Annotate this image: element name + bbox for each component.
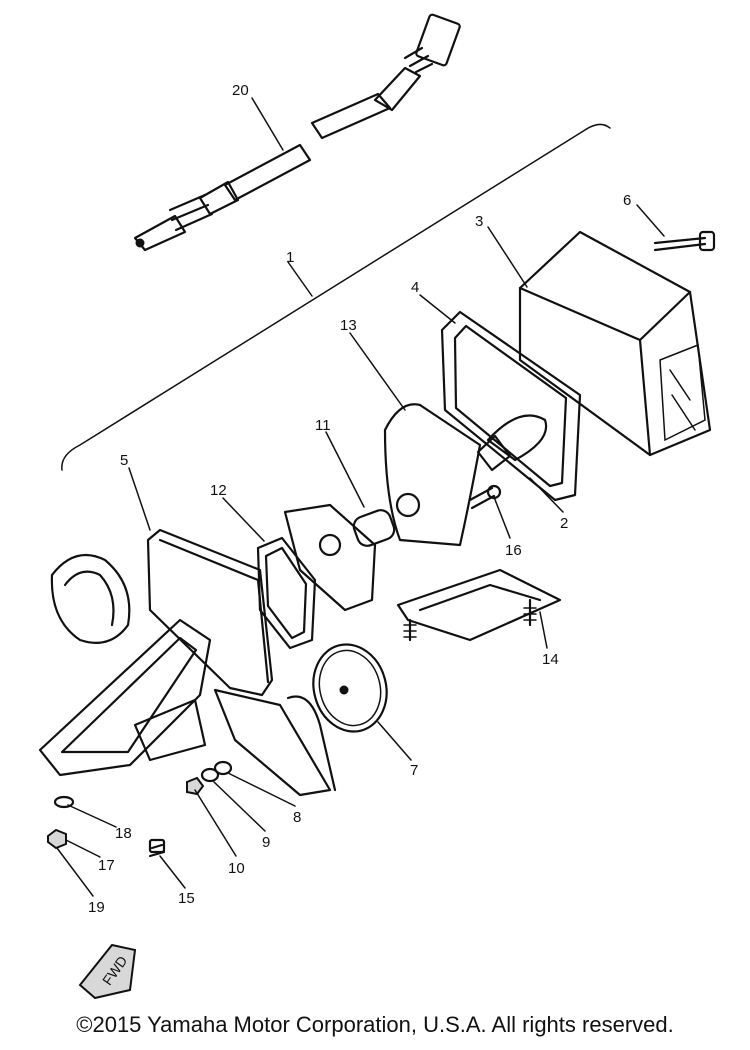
label-6: 6 [623,192,631,209]
reflector-part [383,403,482,547]
reflector-disc-part [312,643,388,733]
leader-lines [56,97,665,897]
forward-direction-icon: FWD [78,943,137,1000]
screw-part [653,230,716,252]
small-screw-part [468,484,502,510]
label-16: 16 [505,542,522,559]
label-14: 14 [542,651,559,668]
label-18: 18 [115,825,132,842]
label-3: 3 [475,213,483,230]
gasket-part [440,310,582,502]
label-13: 13 [340,317,357,334]
label-11: 11 [315,417,331,434]
label-1: 1 [286,249,294,266]
label-15: 15 [178,890,195,907]
label-2: 2 [560,515,568,532]
copyright-footer: ©2015 Yamaha Motor Corporation, U.S.A. A… [76,1012,674,1037]
label-4: 4 [411,279,419,296]
label-17: 17 [98,857,115,874]
part-labels: 20 1 6 3 4 13 11 12 5 2 16 14 7 8 9 10 1… [88,82,631,916]
license-bracket-part [396,568,562,642]
label-12: 12 [210,482,227,499]
label-9: 9 [262,834,270,851]
wire-harness-part [133,13,461,252]
socket-part [283,503,396,612]
label-5: 5 [120,452,128,469]
label-8: 8 [293,809,301,826]
label-7: 7 [410,762,418,779]
assembly-bracket [61,123,611,471]
hardware-parts [47,760,233,858]
label-19: 19 [88,899,105,916]
label-20: 20 [232,82,249,99]
housing-bracket-part [38,528,337,797]
bulb-part [476,414,548,472]
lens-part [518,230,712,457]
label-10: 10 [228,860,245,877]
